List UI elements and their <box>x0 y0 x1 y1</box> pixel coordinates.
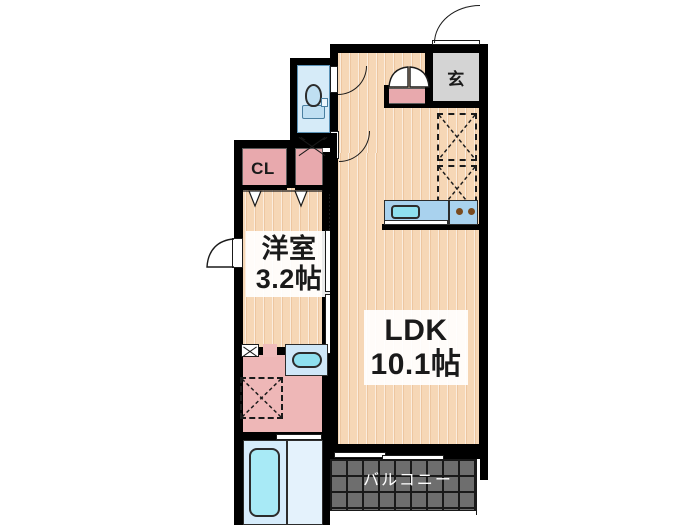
wall-washroom-left <box>234 355 243 440</box>
ldk-floor <box>336 53 479 452</box>
wall-genkan-left-overlay <box>425 53 433 108</box>
washroom-storage-x-icon <box>241 378 282 418</box>
bath-door-track[interactable] <box>276 434 322 440</box>
toilet-bowl <box>305 84 322 107</box>
wall-kitchen-base <box>382 224 479 230</box>
toilet-flush-handle <box>321 98 328 107</box>
washroom-storage <box>240 377 283 419</box>
washitsu-window-swing <box>206 238 234 268</box>
wall-entry-closet-left <box>383 85 389 108</box>
washroom-niche <box>263 344 277 357</box>
washitsu-label: 洋室 3.2帖 <box>246 231 332 298</box>
wall-right-outer <box>478 44 488 480</box>
closet-folding-doors[interactable] <box>242 190 323 208</box>
balcony-rail-outer <box>330 510 478 515</box>
closet-cl-label: CL <box>251 159 275 178</box>
wall-hallway-left-upper <box>330 44 338 66</box>
entry-closet-doors[interactable] <box>388 66 430 88</box>
wall-closet-top <box>234 140 331 148</box>
wall-entry-closet <box>383 101 429 108</box>
balcony-label: バルコニー <box>363 472 453 489</box>
wall-bath-right <box>322 440 330 525</box>
shoe-cabinet-x-upper <box>439 115 475 159</box>
wall-toilet-outer-bottom <box>290 133 337 140</box>
wash-basin-bowl <box>292 352 322 368</box>
stove-burner-left <box>456 208 463 215</box>
wall-balcony-top <box>330 450 480 459</box>
wall-ldk-bottom <box>330 444 480 452</box>
ldk-label: LDK 10.1帖 <box>364 310 468 386</box>
wall-toilet-strip-right <box>330 140 337 152</box>
ldk-label-line2: 10.1帖 <box>370 347 462 381</box>
wall-toilet-outer-left <box>290 58 297 140</box>
wall-genkan-step-overlay <box>433 101 479 108</box>
stove-burner-right <box>468 208 475 215</box>
wall-top-right <box>336 44 488 53</box>
genkan-label-overlay: 玄 <box>447 70 465 89</box>
balcony-rail-right <box>476 459 480 515</box>
wall-hallway-top <box>330 44 385 53</box>
entry-closet-fill <box>388 88 429 104</box>
wall-toilet-outer-top <box>290 58 337 65</box>
wall-closet-divider <box>287 148 295 188</box>
toilet-door-leaf[interactable] <box>330 66 338 93</box>
balcony-slider-leaf-left[interactable] <box>334 452 386 458</box>
kitchen-counter-divider <box>448 200 450 225</box>
kitchen-counter-lip <box>384 220 448 225</box>
genkan-floor-overlay <box>433 53 479 101</box>
wall-ldk-left-lower <box>330 159 338 451</box>
toilet-tank <box>302 105 325 119</box>
washitsu-label-line1: 洋室 <box>261 234 317 264</box>
balcony-floor <box>330 459 478 512</box>
wall-closet-base-right <box>295 185 323 190</box>
ldk-label-line1: LDK <box>384 314 448 347</box>
bathtub <box>249 448 280 517</box>
wall-washitsu-bottom <box>234 347 330 355</box>
closet-top-cross-icon <box>296 141 328 151</box>
washitsu-window <box>232 238 243 268</box>
wall-hallway-left-mid <box>330 92 338 134</box>
wall-closet-base-left <box>242 185 287 190</box>
wall-entry-closet-right <box>425 85 431 108</box>
wall-washroom-right <box>322 355 330 440</box>
washer-space-cross-icon <box>242 344 258 357</box>
kitchen-sink <box>391 205 420 219</box>
entrance-door-swing <box>434 5 480 43</box>
washitsu-label-line2: 3.2帖 <box>255 264 323 295</box>
shoe-cabinet-upper <box>437 113 477 161</box>
wall-bath-left <box>234 440 243 525</box>
shower-area <box>287 440 323 525</box>
